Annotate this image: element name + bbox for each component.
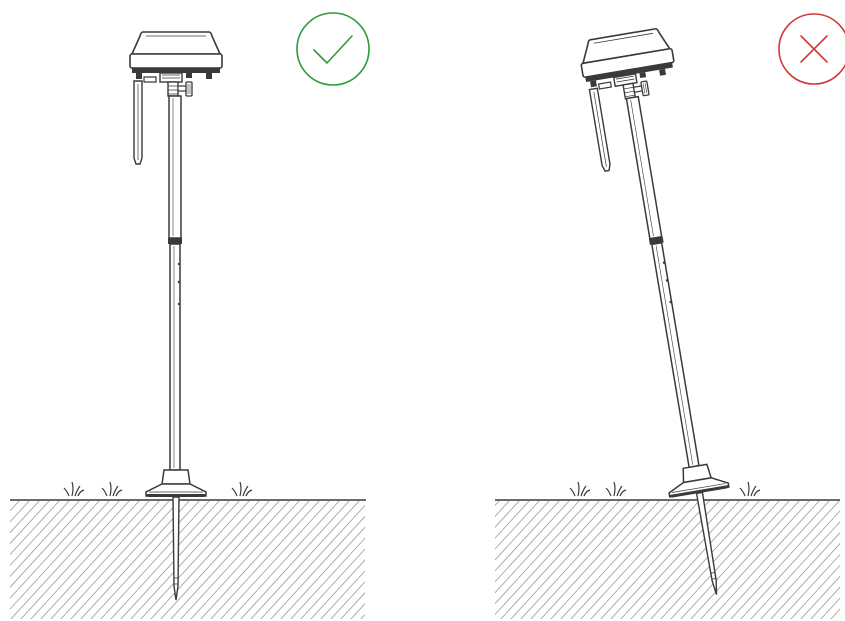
panel-correct [10,12,370,619]
panel-incorrect [495,13,845,619]
soil-hatching-right [495,501,840,619]
grass-right [569,481,761,497]
soil-hatching-left [10,501,365,619]
cross-icon [778,13,845,85]
pole-vertical [129,31,223,601]
check-icon [296,12,370,86]
